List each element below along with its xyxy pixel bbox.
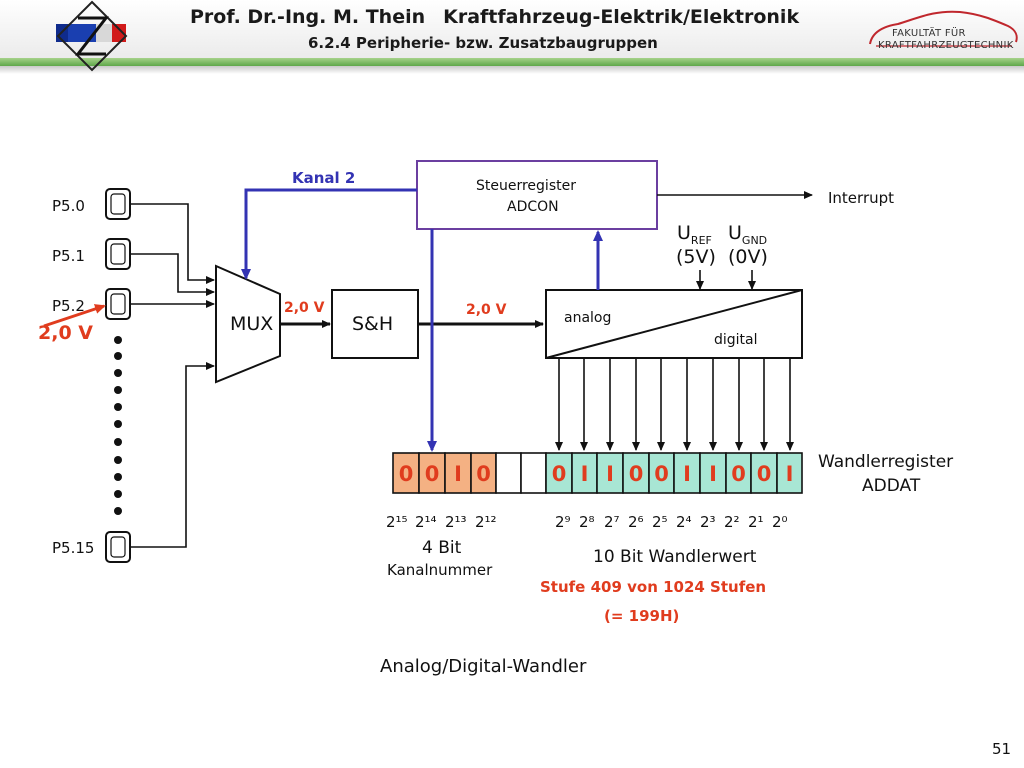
uref-label: UREF (677, 222, 712, 247)
channel-bit: 0 (424, 462, 440, 486)
bit-weight: 2¹⁵ (386, 513, 408, 531)
value-bit: I (606, 462, 614, 486)
value-bit: I (580, 462, 589, 486)
control-register-label-1: Steuerregister (476, 178, 576, 194)
input-voltage-arrow (43, 304, 106, 328)
channel-bit: 0 (398, 462, 414, 486)
channel-label: Kanal 2 (292, 169, 356, 187)
hex-text: (= 199H) (604, 607, 680, 625)
value-caption: 10 Bit Wandlerwert (593, 547, 757, 567)
interrupt-label: Interrupt (828, 189, 895, 207)
value-bit: 0 (628, 462, 644, 486)
sh-output-voltage: 2,0 V (466, 302, 507, 318)
adc-analog-label: analog (564, 310, 612, 326)
ugnd-symbol: U (728, 222, 742, 244)
ugnd-label: UGND (728, 222, 767, 247)
uref-value: (5V) (676, 246, 716, 268)
sh-label: S&H (352, 313, 394, 335)
bit-weight: 2⁸ (579, 513, 595, 531)
sample-hold-block (331, 289, 419, 359)
port-wires (130, 203, 215, 548)
channel-caption-name: Kanalnummer (387, 561, 493, 579)
value-bit: I (785, 462, 794, 486)
adc-block (545, 289, 803, 359)
ugnd-value: (0V) (728, 246, 768, 268)
channel-bit-cells (392, 452, 547, 494)
port-pin-p5-0 (105, 188, 131, 220)
value-bit: I (683, 462, 691, 486)
bit-weight: 2³ (700, 513, 716, 531)
step-text: Stufe 409 von 1024 Stufen (540, 578, 767, 596)
result-register-label-1: Wandlerregister (818, 452, 954, 472)
port-pin-p5-15 (105, 531, 131, 563)
uref-symbol: U (677, 222, 691, 244)
bit-weight: 2¹ (748, 513, 764, 531)
port-pin-p5-1 (105, 238, 131, 270)
adc-output-lines (555, 358, 794, 451)
channel-select-arrow (241, 188, 417, 280)
faculty-label-1: FAKULTÄT FÜR (892, 28, 966, 39)
value-bit: 0 (731, 462, 746, 486)
control-register-box (416, 160, 658, 230)
bit-weight: 2¹² (475, 513, 497, 531)
author-name: Prof. Dr.-Ing. M. Thein (190, 6, 426, 28)
header-title: Prof. Dr.-Ing. M. Thein Kraftfahrzeug-Ele… (190, 6, 799, 28)
mux-output-voltage: 2,0 V (284, 300, 325, 316)
value-bit-cells (545, 452, 803, 494)
page-number: 51 (992, 740, 1012, 758)
ugnd-subscript: GND (741, 233, 768, 247)
bit-weight: 2⁷ (604, 513, 620, 531)
control-register-label-2: ADCON (507, 199, 559, 215)
car-silhouette-icon (869, 10, 1018, 47)
value-bit: I (709, 462, 717, 486)
result-register-label-2: ADDAT (862, 476, 921, 496)
header-green-band (0, 58, 1024, 66)
port-label-p5-15: P5.15 (52, 539, 95, 557)
university-logo-icon (56, 0, 128, 72)
bit-weight: 2¹³ (445, 513, 467, 531)
port-pin-p5-2 (105, 288, 131, 320)
uref-subscript: REF (690, 233, 712, 247)
bit-weight: 2² (724, 513, 740, 531)
bit-weight: 2⁰ (772, 513, 788, 531)
input-voltage-label: 2,0 V (38, 322, 93, 344)
header-shadow-band (0, 66, 1024, 74)
adc-digital-label: digital (714, 332, 758, 348)
port-label-p5-1: P5.1 (52, 247, 85, 265)
channel-caption-bits: 4 Bit (422, 538, 462, 558)
value-bit: 0 (654, 462, 669, 486)
section-title: 6.2.4 Peripherie- bzw. Zusatzbaugruppen (308, 34, 658, 52)
port-label-p5-2: P5.2 (52, 297, 85, 315)
value-bit: 0 (551, 462, 567, 486)
diagram-caption: Analog/Digital-Wandler (380, 656, 587, 677)
port-label-p5-0: P5.0 (52, 197, 85, 215)
mux-block (215, 264, 281, 384)
bit-weight: 2¹⁴ (415, 513, 437, 531)
ellipsis-dots (114, 336, 122, 515)
slide-header (0, 0, 1024, 64)
course-name: Kraftfahrzeug-Elektrik/Elektronik (443, 6, 800, 28)
channel-bit: 0 (476, 462, 491, 486)
faculty-label-2: KRAFTFAHRZEUGTECHNIK (878, 40, 1014, 51)
bit-weight: 2⁶ (628, 513, 644, 531)
value-bit: 0 (756, 462, 772, 486)
bit-weight: 2⁵ (652, 513, 668, 531)
bit-weight: 2⁹ (555, 513, 571, 531)
bit-weight: 2⁴ (676, 513, 692, 531)
channel-bit: I (454, 462, 462, 486)
mux-label: MUX (230, 313, 274, 335)
